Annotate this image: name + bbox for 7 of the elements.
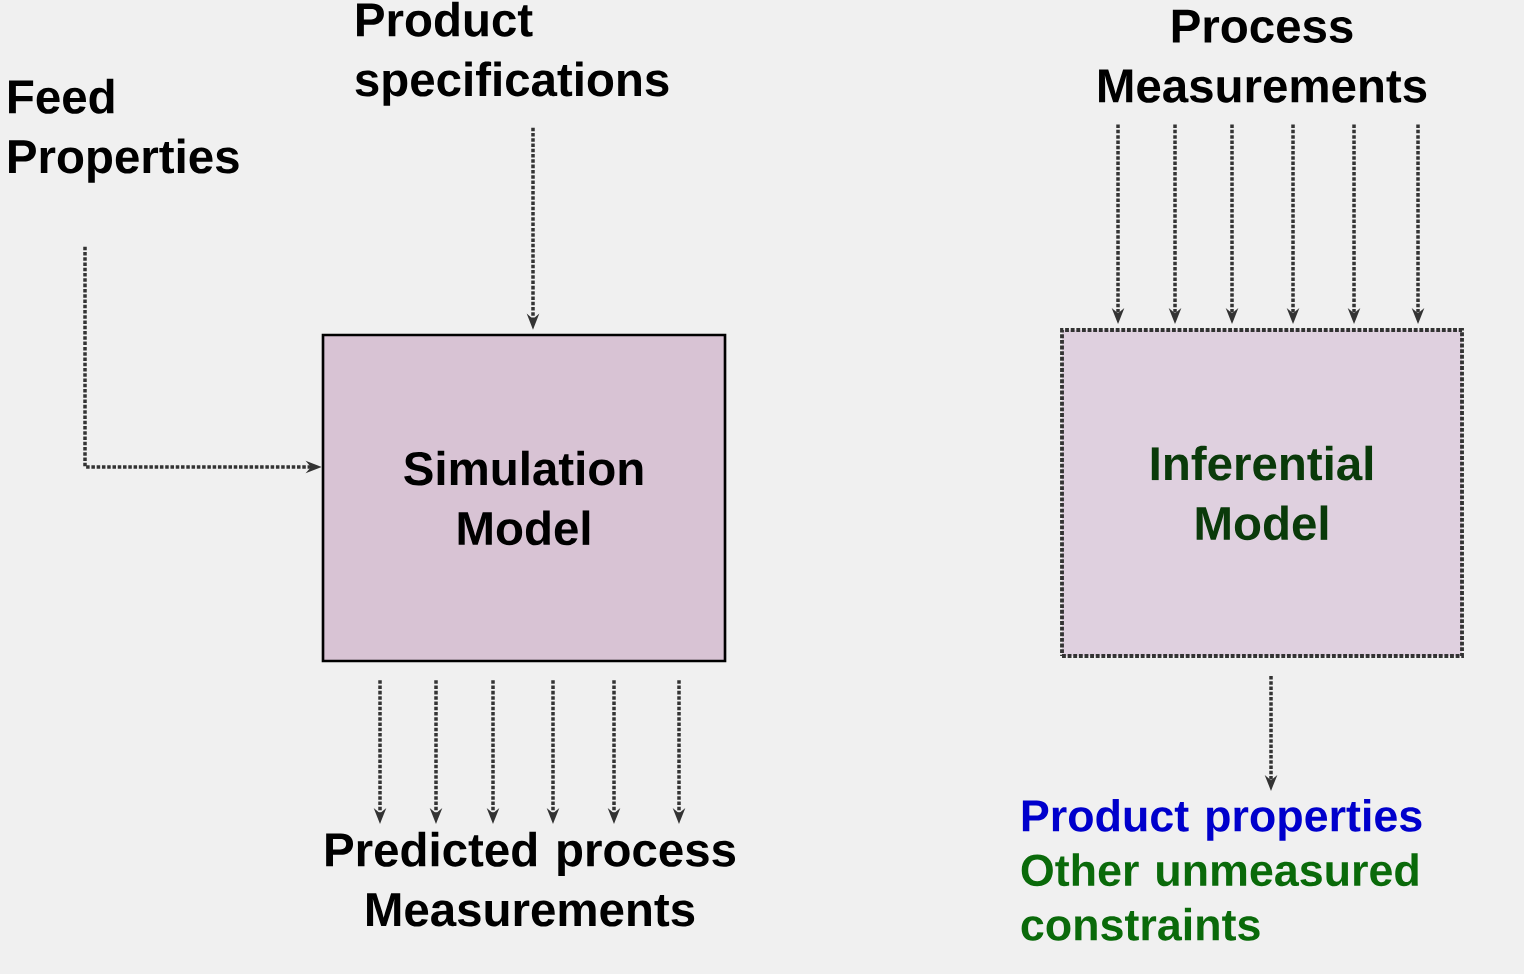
model-box: Simulation Model: [321, 333, 727, 663]
text-label: Product properties Other unmeasured constraints: [1021, 798, 1422, 941]
text-label: Feed Properties: [9, 78, 239, 183]
text-label: Process Measurements: [1099, 9, 1427, 103]
text-label: Predicted process Measurements: [326, 831, 736, 927]
text-label: Product specifications: [355, 1, 669, 106]
model-box: Inferential Model: [1060, 328, 1464, 658]
